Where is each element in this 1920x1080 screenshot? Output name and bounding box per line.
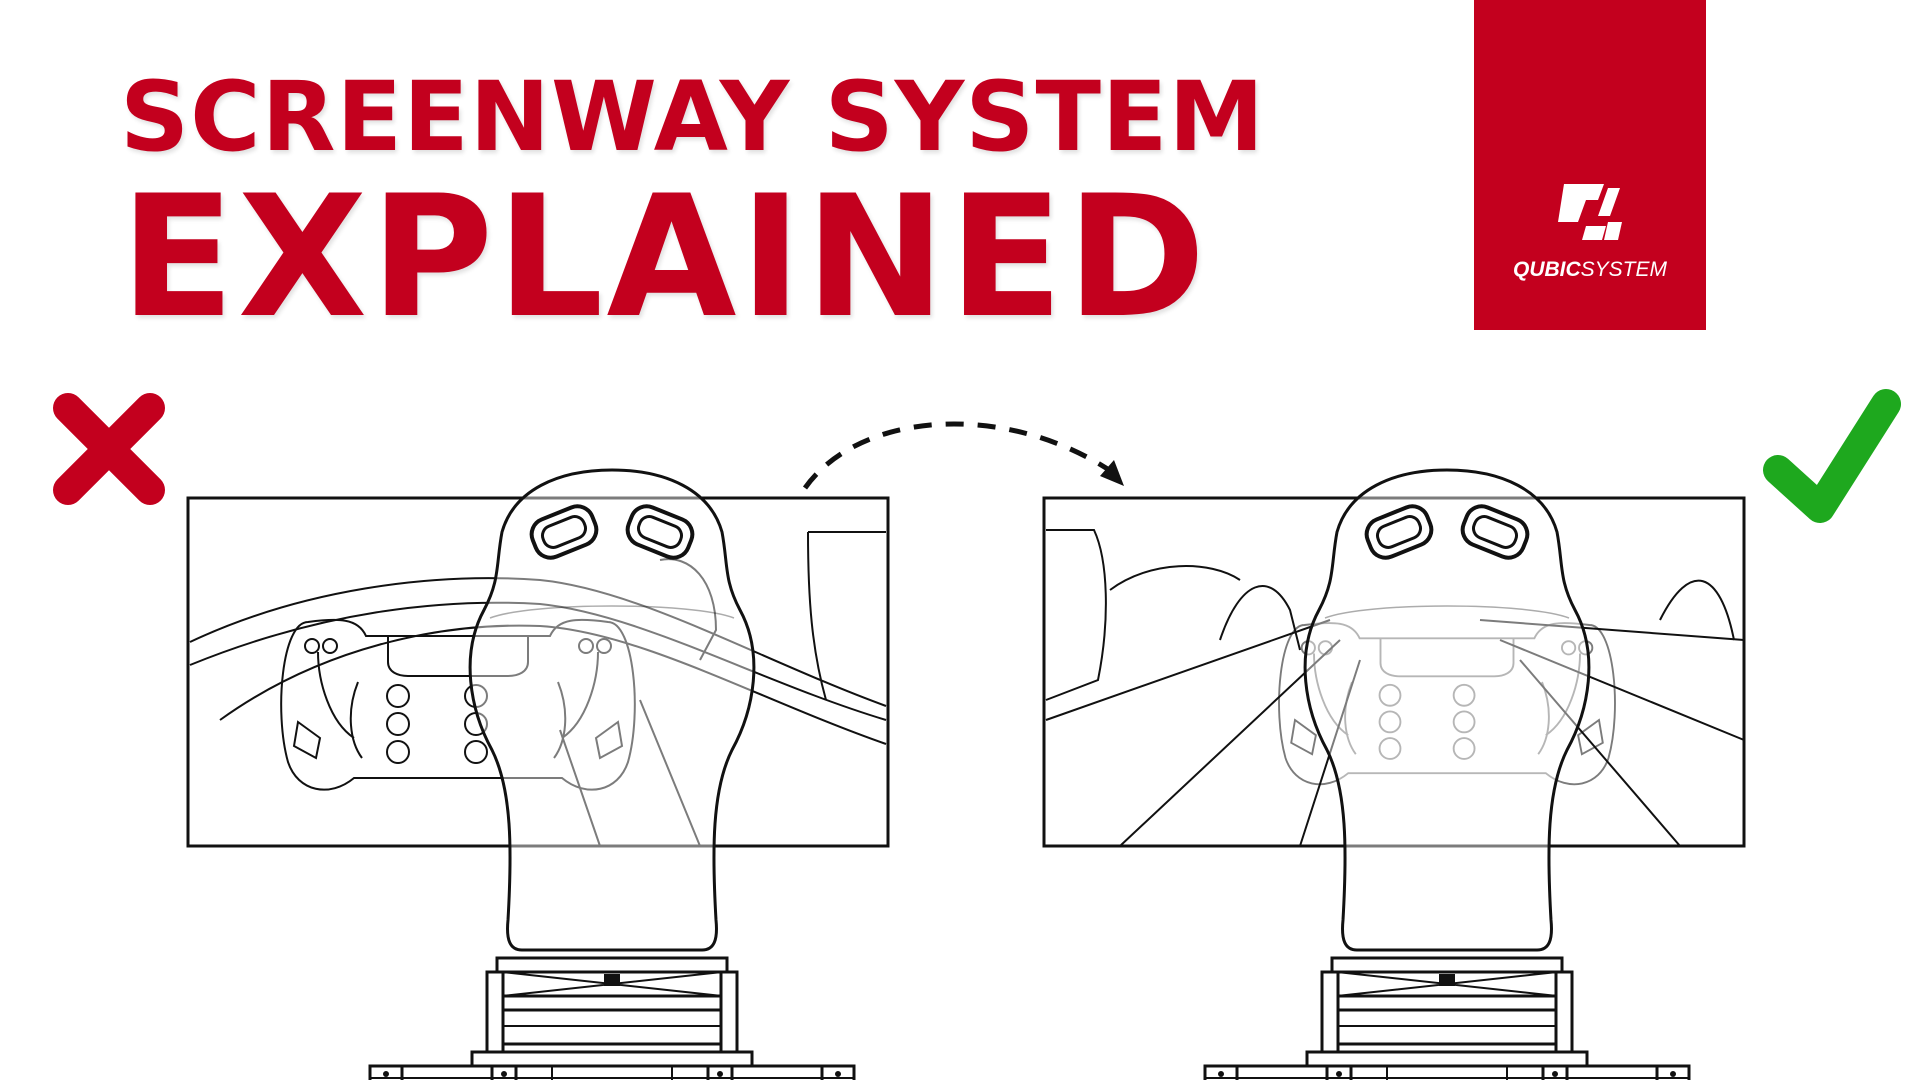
logo-text-bold: QUBIC bbox=[1512, 258, 1581, 281]
dashed-arrow-icon bbox=[802, 421, 1124, 490]
qubic-system-logo[interactable]: QUBICSYSTEM bbox=[1474, 0, 1706, 330]
logo-text: QUBICSYSTEM bbox=[1474, 258, 1706, 282]
check-icon bbox=[1763, 389, 1901, 523]
qubic-mark-icon bbox=[1558, 184, 1622, 240]
title-line-2: EXPLAINED bbox=[120, 159, 1209, 355]
wrong-setup-illustration bbox=[53, 393, 890, 1080]
title-line-1: SCREENWAY SYSTEM bbox=[120, 61, 1266, 173]
correct-setup-illustration bbox=[1042, 389, 1901, 1080]
logo-text-light: SYSTEM bbox=[1580, 258, 1668, 281]
cross-icon bbox=[53, 393, 165, 505]
